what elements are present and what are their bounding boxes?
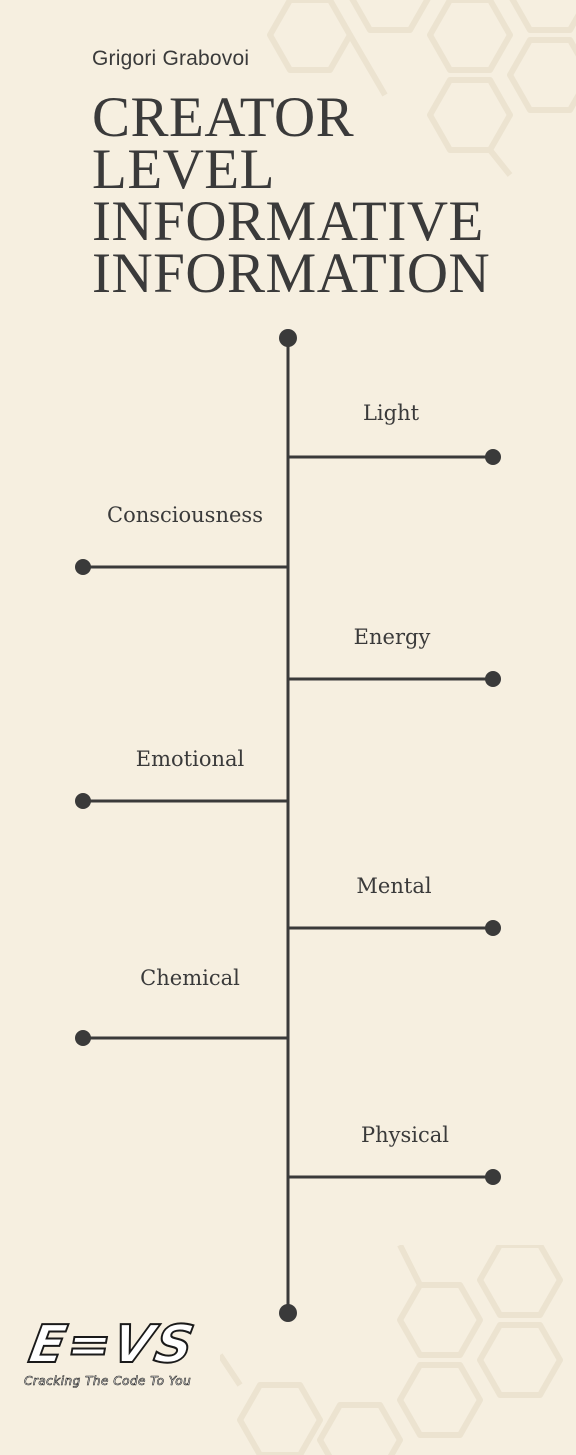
brand-logo: E=VS Cracking The Code To You (24, 1314, 224, 1389)
label-consciousness: Consciousness (107, 503, 263, 527)
branch-mental-dot (485, 920, 501, 936)
branch-consciousness-dot (75, 559, 91, 575)
logo-mark: E=VS (24, 1314, 201, 1376)
timeline-start-dot (279, 329, 297, 347)
author-name: Grigori Grabovoi (92, 47, 250, 70)
title-line-1: CREATOR (92, 86, 355, 149)
title-line-4: INFORMATION (92, 242, 491, 305)
label-physical: Physical (360, 1123, 450, 1147)
label-mental: Mental (356, 874, 432, 898)
branch-emotional-dot (75, 793, 91, 809)
title-line-2: LEVEL (92, 138, 275, 201)
branch-light-dot (485, 449, 501, 465)
branch-energy-dot (485, 671, 501, 687)
title-line-3: INFORMATIVE (92, 190, 484, 253)
label-emotional: Emotional (135, 747, 245, 771)
label-light: Light (362, 401, 420, 425)
label-energy: Energy (353, 625, 431, 649)
label-chemical: Chemical (140, 966, 240, 990)
page-title: CREATOR LEVEL INFORMATIVE INFORMATION (92, 86, 491, 305)
logo-tagline: Cracking The Code To You (24, 1374, 192, 1389)
branch-physical-dot (485, 1169, 501, 1185)
timeline-end-dot (279, 1304, 297, 1322)
branch-chemical-dot (75, 1030, 91, 1046)
